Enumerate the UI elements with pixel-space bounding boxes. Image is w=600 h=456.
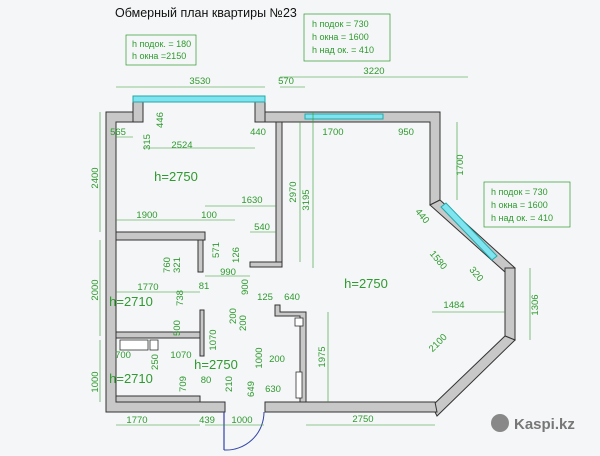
dimension-label: 760 xyxy=(162,257,173,273)
dimension-label: 950 xyxy=(398,127,414,138)
dimension-label: 1000 xyxy=(231,415,252,426)
dimension-label: 1630 xyxy=(241,195,262,206)
dimension-label: 80 xyxy=(201,375,212,386)
dimension-label: 440 xyxy=(250,127,266,138)
dimension-label: 315 xyxy=(142,134,153,150)
entrance-door xyxy=(223,411,265,451)
window-note-1: h подок. = 180 h окна =2150 xyxy=(125,34,197,66)
dimension-label: 738 xyxy=(175,290,186,306)
room-height-label: h=2710 xyxy=(109,371,153,386)
dimension-label: 570 xyxy=(278,76,294,87)
dimension-label: 2750 xyxy=(352,414,373,425)
dimension-label: 320 xyxy=(467,265,486,284)
window-note-2: h подок = 730 h окна = 1600 h над ок. = … xyxy=(303,13,391,62)
dimension-label: 440 xyxy=(413,207,432,226)
plan-title: Обмерный план квартиры №23 xyxy=(115,6,297,20)
dimension-label: 500 xyxy=(172,320,183,336)
window-bay xyxy=(132,95,266,103)
dimension-label: 2524 xyxy=(171,140,192,151)
dimension-label: 126 xyxy=(231,247,242,263)
note-line: h окна = 1600 xyxy=(491,200,548,210)
window-diagonal xyxy=(440,202,498,261)
dimension-label: 446 xyxy=(155,112,166,128)
dimension-label: 1900 xyxy=(136,210,157,221)
dimension-label: 1975 xyxy=(317,346,328,367)
dimension-label: 100 xyxy=(201,210,217,221)
dimension-label: 700 xyxy=(115,350,131,361)
dimension-label: 649 xyxy=(246,381,257,397)
dimension-label: 2400 xyxy=(90,167,101,188)
dimension-label: 321 xyxy=(172,257,183,273)
dimension-label: 900 xyxy=(240,279,251,295)
dimension-label: 439 xyxy=(199,415,215,426)
note-line: h подок = 730 xyxy=(491,187,548,197)
dimension-label: 1770 xyxy=(126,415,147,426)
room-height-label: h=2750 xyxy=(194,357,238,372)
dimension-label: 1000 xyxy=(254,347,265,368)
note-line: h окна = 1600 xyxy=(312,32,369,42)
dimension-label: 1580 xyxy=(427,249,449,272)
dimension-label: 1484 xyxy=(443,300,464,311)
note-line: h над ок. = 410 xyxy=(312,45,374,55)
kaspi-watermark: Kaspi.kz xyxy=(491,414,575,433)
watermark-text: Kaspi.kz xyxy=(514,416,575,433)
note-line: h подок. = 180 xyxy=(132,39,191,49)
dimension-label: 540 xyxy=(254,222,270,233)
dimension-label: 200 xyxy=(238,315,249,331)
dimension-label: 125 xyxy=(257,292,273,303)
dimension-label: 2100 xyxy=(427,332,450,355)
window-top xyxy=(304,113,384,120)
dimension-label: 3220 xyxy=(363,66,384,77)
dimension-label: 3530 xyxy=(189,76,210,87)
note-line: h над ок. = 410 xyxy=(491,213,553,223)
dimension-label: 250 xyxy=(150,354,161,370)
dimension-label: 640 xyxy=(284,292,300,303)
dimension-label: 565 xyxy=(110,127,126,138)
dimension-label: 1700 xyxy=(322,127,343,138)
kaspi-logo-icon xyxy=(491,414,509,432)
dimension-label: 210 xyxy=(224,376,235,392)
dimension-label: 81 xyxy=(199,281,210,292)
dimension-lines xyxy=(99,76,531,426)
dimension-label: 1070 xyxy=(170,350,191,361)
dimension-label: 3195 xyxy=(301,189,312,210)
dimension-label: 2970 xyxy=(288,181,299,202)
dimension-label: 990 xyxy=(220,267,236,278)
room-height-label: h=2750 xyxy=(344,276,388,291)
note-line: h подок = 730 xyxy=(312,19,369,29)
room-labels: h=2750 h=2710 h=2710 h=2750 h=2750 xyxy=(109,169,388,386)
windows xyxy=(132,95,498,261)
room-height-label: h=2710 xyxy=(109,294,153,309)
dimension-label: 200 xyxy=(228,308,239,324)
dimension-label: 200 xyxy=(269,354,285,365)
dimension-label: 2000 xyxy=(90,279,101,300)
dimension-label: 1306 xyxy=(530,294,541,315)
dimension-label: 571 xyxy=(211,242,222,258)
dimension-label: 709 xyxy=(178,376,189,392)
window-note-3: h подок = 730 h окна = 1600 h над ок. = … xyxy=(483,181,571,228)
dimension-label: 1070 xyxy=(208,329,219,350)
dimension-label: 1000 xyxy=(90,371,101,392)
dimension-label: 1770 xyxy=(137,282,158,293)
dimension-label: 1700 xyxy=(455,154,466,175)
dimension-label: 630 xyxy=(265,384,281,395)
room-height-label: h=2750 xyxy=(154,169,198,184)
note-line: h окна =2150 xyxy=(132,51,186,61)
